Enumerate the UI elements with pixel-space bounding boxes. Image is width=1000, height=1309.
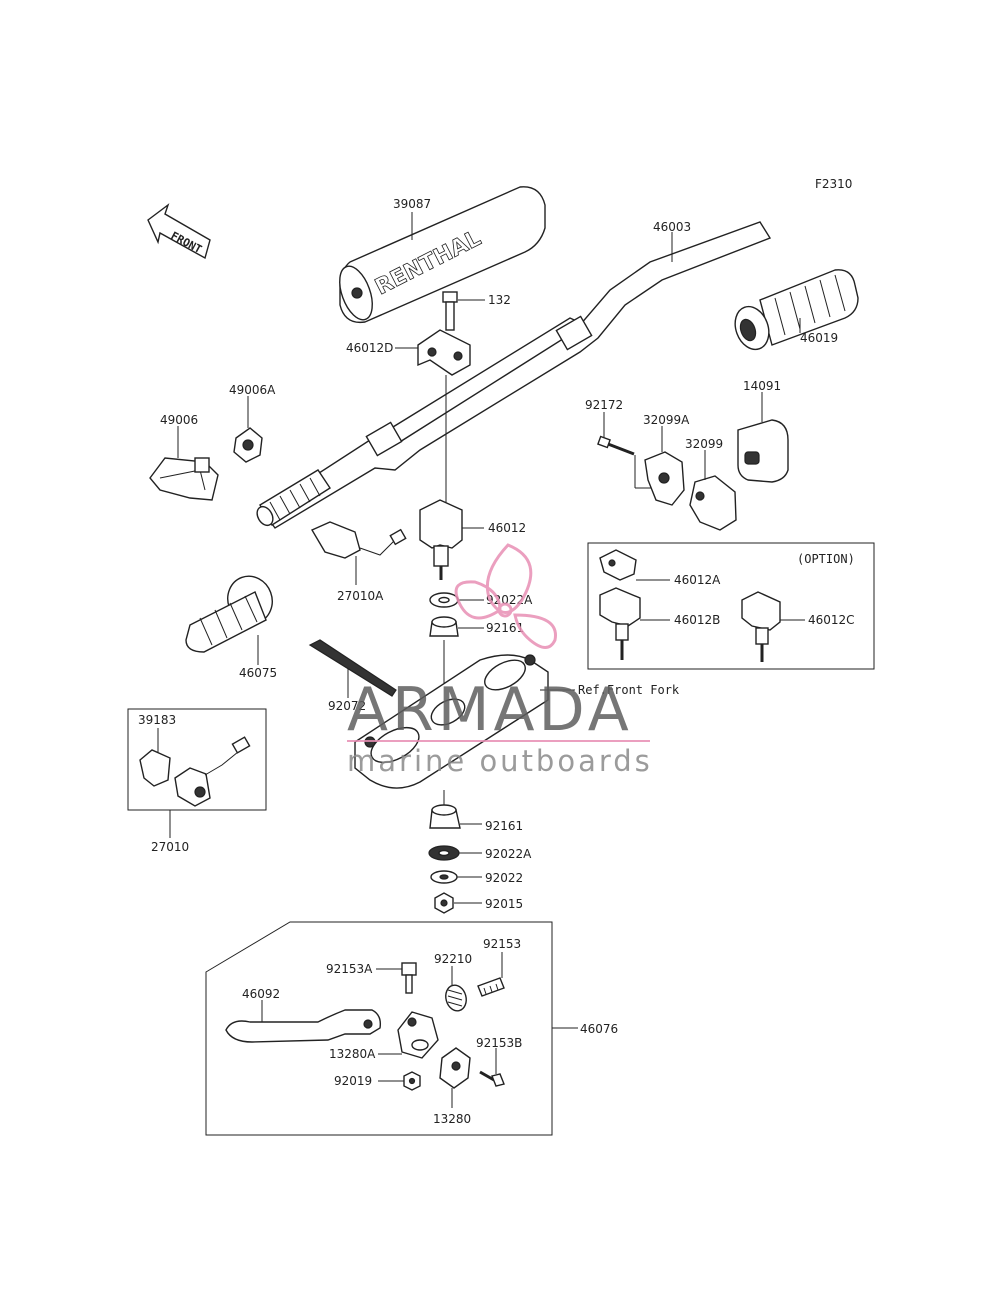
label-49006: 49006	[160, 413, 198, 427]
label-92019: 92019	[334, 1074, 372, 1088]
label-92022: 92022	[485, 871, 523, 885]
label-32099: 32099	[685, 437, 723, 451]
label-92153: 92153	[483, 937, 521, 951]
label-46012A: 46012A	[674, 573, 721, 587]
washer-92022A-top	[429, 592, 459, 608]
handlebar-pad: RENTHAL	[339, 186, 546, 324]
clamp-39183	[139, 749, 171, 787]
washer-92022A-bottom	[428, 845, 460, 861]
adjuster-49006A	[233, 427, 263, 463]
label-13280A: 13280A	[329, 1047, 376, 1061]
upper-clamp-46012D	[417, 329, 471, 376]
lever-46092	[225, 1009, 382, 1043]
label-92022A-bottom: 92022A	[485, 847, 532, 861]
housing-32099	[689, 475, 737, 531]
label-46075: 46075	[239, 666, 277, 680]
label-92172: 92172	[585, 398, 623, 412]
screw-92153	[477, 977, 505, 997]
label-46003: 46003	[653, 220, 691, 234]
label-92161-bottom: 92161	[485, 819, 523, 833]
switch-27010-body	[174, 736, 251, 807]
holder-46012B	[599, 587, 641, 660]
figure-code: F2310	[815, 177, 852, 191]
label-46092: 46092	[242, 987, 280, 1001]
damper-92161-top	[429, 616, 459, 637]
steering-stem-clamp	[354, 654, 549, 789]
screw-92153B	[479, 1070, 505, 1087]
label-32099A: 32099A	[643, 413, 690, 427]
label-27010A: 27010A	[337, 589, 384, 603]
damper-92161-bottom	[429, 804, 461, 829]
washer-92022	[430, 870, 458, 884]
label-46012D: 46012D	[346, 341, 393, 355]
bolt-132	[442, 291, 458, 331]
option-box: (OPTION) 46012A 46012B 46012C	[587, 542, 875, 670]
knurled-end	[256, 469, 331, 527]
label-132: 132	[488, 293, 511, 307]
spring-92210	[445, 984, 467, 1012]
nut-92015	[434, 892, 454, 914]
label-13280: 13280	[433, 1112, 471, 1126]
grip-46075	[185, 575, 273, 653]
label-39087: 39087	[393, 197, 431, 211]
handlebar	[256, 221, 772, 529]
label-39183: 39183	[138, 713, 176, 727]
watermark-title: ARMADA	[347, 675, 633, 745]
label-92072: 92072	[328, 699, 366, 713]
housing-32099A	[644, 451, 685, 506]
label-46019: 46019	[800, 331, 838, 345]
label-92153A: 92153A	[326, 962, 373, 976]
propeller-icon	[454, 543, 557, 649]
label-92153B: 92153B	[476, 1036, 522, 1050]
bar-holder-46012	[419, 499, 463, 580]
label-27010: 27010	[151, 840, 189, 854]
holder-46012C	[741, 591, 781, 662]
bolt-92153A	[401, 962, 417, 994]
option-label: (OPTION)	[797, 552, 855, 566]
label-46012C: 46012C	[808, 613, 855, 627]
front-arrow-icon: FRONT	[147, 203, 211, 260]
label-49006A: 49006A	[229, 383, 276, 397]
screw-92172	[597, 435, 635, 456]
label-92161-top: 92161	[486, 621, 524, 635]
clamp-13280	[439, 1047, 471, 1089]
label-14091: 14091	[743, 379, 781, 393]
label-46012B: 46012B	[674, 613, 720, 627]
label-92210: 92210	[434, 952, 472, 966]
ref-front-fork: Ref.Front Fork	[578, 683, 680, 697]
guard-49006	[149, 457, 219, 501]
switch-box-27010: 39183	[127, 708, 267, 811]
label-46012: 46012	[488, 521, 526, 535]
label-92015: 92015	[485, 897, 523, 911]
watermark-subtitle: marine outboards	[347, 744, 653, 778]
cover-14091	[737, 419, 789, 483]
nut-92019	[403, 1071, 421, 1091]
cable-tie-92072	[308, 639, 397, 697]
throttle-grip	[734, 269, 859, 351]
label-46076: 46076	[580, 1022, 618, 1036]
watermark-logo: ARMADA marine outboards	[347, 543, 653, 778]
switch-27010A	[310, 521, 407, 559]
clamp-46012A	[599, 549, 637, 581]
bracket-13280A	[397, 1011, 439, 1059]
